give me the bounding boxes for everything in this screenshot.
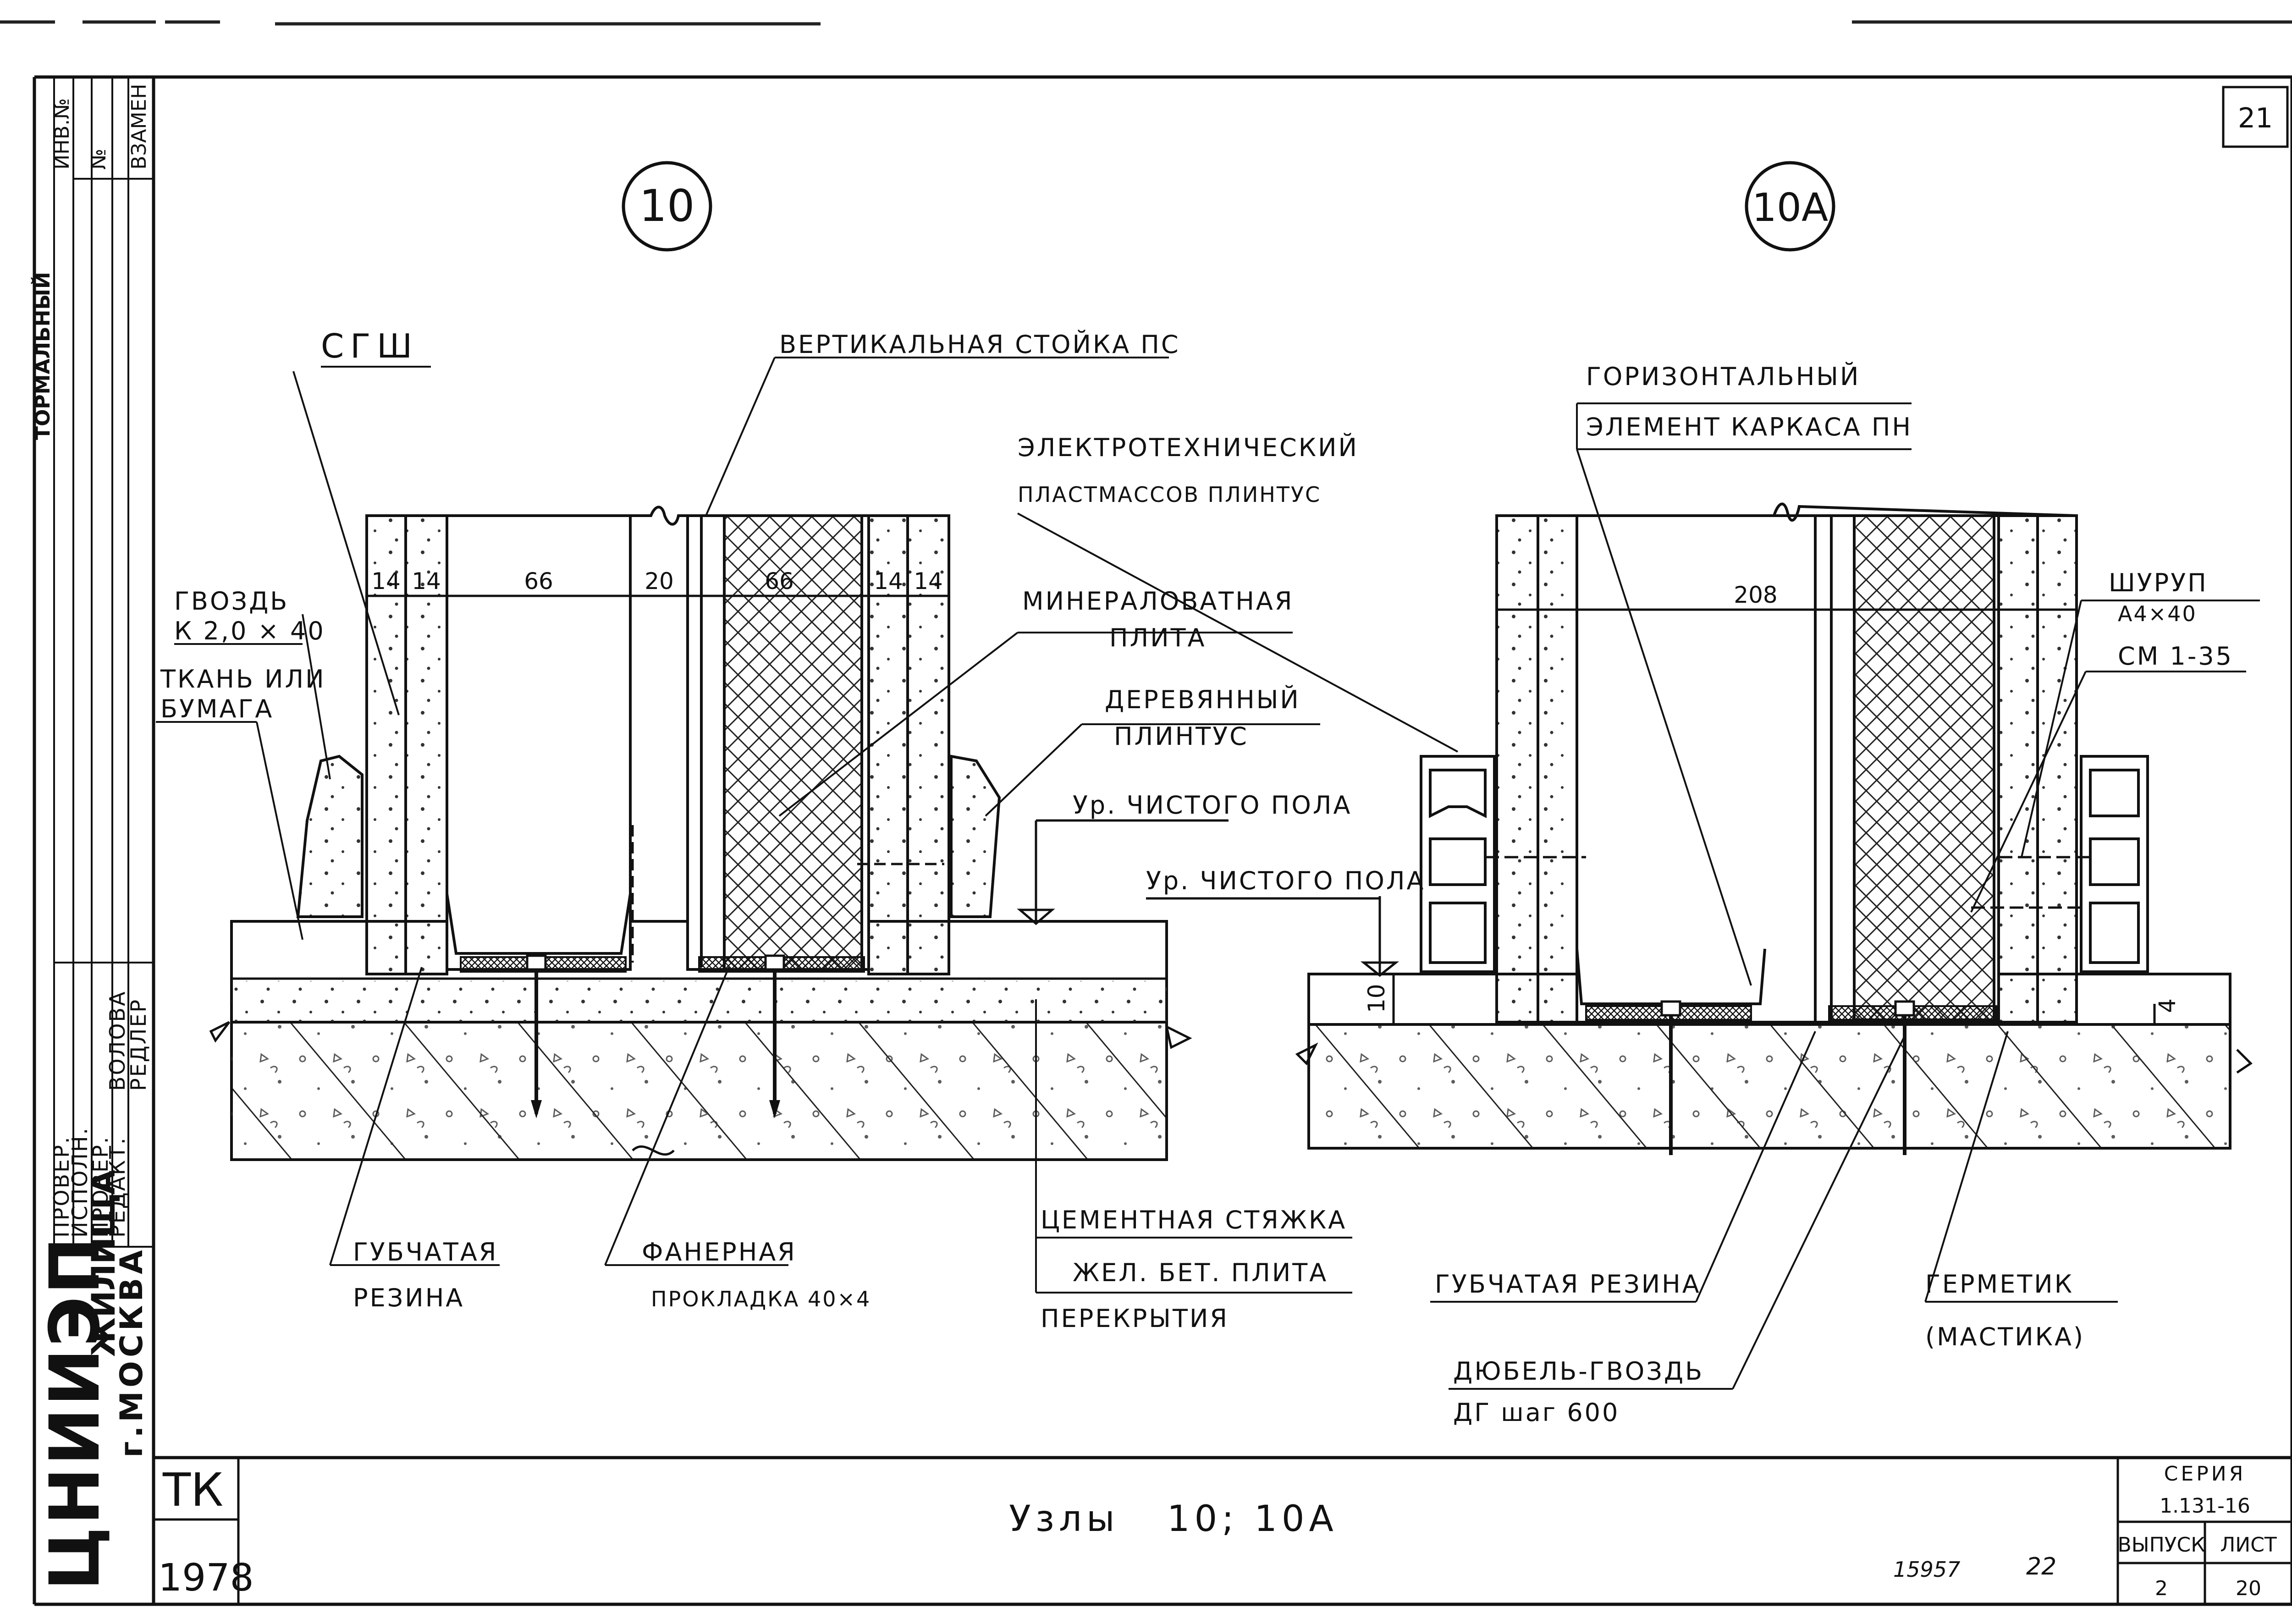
node10a-label-horiz-2: ЭЛЕМЕНТ КАРКАСА ПН xyxy=(1586,413,1912,441)
page-number-box: 21 xyxy=(2222,86,2289,148)
series-value: 1.131-16 xyxy=(2160,1494,2250,1518)
node10-left-stud xyxy=(446,514,632,971)
node10-label-fanera-1: ФАНЕРНАЯ xyxy=(642,1238,797,1266)
strip-sig-label-2: ИСПОЛН. xyxy=(67,1127,92,1238)
node10-label-guba-2: РЕЗИНА xyxy=(353,1283,464,1312)
sheet-frame xyxy=(33,75,2292,1606)
node10-label-mineral-2: ПЛИТА xyxy=(1109,623,1207,652)
node10a-label-dubel-2: ДГ шаг 600 xyxy=(1453,1398,1620,1427)
node10-dim-1: 14 xyxy=(371,568,401,595)
drawing-title: Узлы 10; 10А xyxy=(1009,1498,1338,1540)
node10-label-elektro-2: ПЛАСТМАССОВ ПЛИНТУС xyxy=(1018,482,1321,507)
node10-break-line xyxy=(367,506,949,526)
issue-label: ВЫПУСК xyxy=(2118,1533,2205,1557)
node10a-drawing: 208 10 4 ГОРИЗОНТАЛЬНЫЙ ЭЛЕМЕНТ КАР xyxy=(1017,362,2260,1427)
node10-drawing: 14 14 66 20 66 14 14 xyxy=(156,327,1359,1333)
org-sub: ЖИЛИЩА xyxy=(85,1170,122,1357)
node10-dim-5: 66 xyxy=(765,568,794,595)
node10a-label-shurup-2: А4×40 xyxy=(2118,601,2197,626)
node10-dim-3: 66 xyxy=(524,568,553,595)
strip-col-label-num: № xyxy=(87,149,110,170)
node10-label-fanera-2: ПРОКЛАДКА 40×4 xyxy=(651,1287,871,1311)
node10-label-plita-1: ЖЕЛ. БЕТ. ПЛИТА xyxy=(1073,1258,1328,1287)
series-label: СЕРИЯ xyxy=(2164,1462,2246,1486)
node10a-label-guba: ГУБЧАТАЯ РЕЗИНА xyxy=(1435,1270,1701,1299)
node10-label-elektro-1: ЭЛЕКТРОТЕХНИЧЕСКИЙ xyxy=(1018,433,1359,462)
title-year: 1978 xyxy=(158,1556,254,1600)
node10-label-mineral-1: МИНЕРАЛОВАТНАЯ xyxy=(1022,587,1294,616)
node10-label-stoika: ВЕРТИКАЛЬНАЯ СТОЙКА ПС xyxy=(779,330,1180,359)
sheet-label: ЛИСТ xyxy=(2220,1533,2277,1557)
node10-dim-4: 20 xyxy=(645,568,674,595)
node10a-stud xyxy=(1576,514,1817,1024)
node10-label-floor: Ур. ЧИСТОГО ПОЛА xyxy=(1073,791,1352,820)
top-edge-dashes xyxy=(0,20,2292,26)
node10-dim-7: 14 xyxy=(914,568,943,595)
node10-label-cement: ЦЕМЕНТНАЯ СТЯЖКА xyxy=(1041,1206,1347,1234)
node10a-label-floor: Ур. ЧИСТОГО ПОЛА xyxy=(1146,866,1425,895)
node10-label-gvozd-2: К 2,0 × 40 xyxy=(174,617,325,645)
node10-leaders xyxy=(156,357,1352,1294)
sheet-value: 20 xyxy=(2236,1577,2261,1600)
node10-mineral-wool xyxy=(723,514,863,971)
node10-floor-marker xyxy=(1017,819,1229,925)
node10-marker: 10 xyxy=(622,161,712,252)
node10a-label-germ-2: (МАСТИКА) xyxy=(1925,1322,2085,1351)
footer-number: 15957 xyxy=(1893,1557,1960,1582)
page-number: 21 xyxy=(2238,102,2273,134)
strip-vertical-title: ТОРМАЛЬНЫЙ xyxy=(30,272,55,440)
node10-plastic-plinth xyxy=(296,754,364,918)
org-city: г.МОСКВА xyxy=(114,1246,150,1458)
node10-label-guba-1: ГУБЧАТАЯ xyxy=(353,1238,498,1266)
strip-col-label-inv: ИНВ.№ xyxy=(50,98,74,170)
node10a-leaders xyxy=(1017,402,2260,1390)
org-name: ЦНИИЭП xyxy=(35,1235,115,1591)
node10a-mineral-wool xyxy=(1853,514,1995,1021)
node10-dim-6: 14 xyxy=(874,568,903,595)
node10a-label-horiz-1: ГОРИЗОНТАЛЬНЫЙ xyxy=(1586,362,1860,391)
node10a-label-shurup-1: ШУРУП xyxy=(2109,568,2208,597)
node10a-dim-10: 10 xyxy=(1363,984,1390,1013)
strip-sig-name-1: ВОЛОВА xyxy=(105,990,130,1091)
node10-label-gvozd-1: ГВОЗДЬ xyxy=(174,587,289,616)
node10-label-tkan-2: БУМАГА xyxy=(160,694,274,723)
node10-label-sgsh: СГШ xyxy=(321,327,419,365)
node10-marker-label: 10 xyxy=(639,181,695,231)
node10a-left-plinth xyxy=(1420,755,1496,973)
node10-label-derev-1: ДЕРЕВЯННЫЙ xyxy=(1105,685,1300,714)
issue-value: 2 xyxy=(2155,1577,2168,1600)
node10a-dim-208: 208 xyxy=(1734,582,1777,608)
node10a-label-sm: СМ 1-35 xyxy=(2118,642,2233,671)
strip-sig-label-1: ПРОВЕР. xyxy=(49,1135,74,1238)
strip-sig-label-4: РЕДАКТ. xyxy=(105,1136,130,1238)
node10-label-tkan-1: ТКАНЬ ИЛИ xyxy=(160,665,325,694)
node10-label-derev-2: ПЛИНТУС xyxy=(1114,722,1249,751)
node10-dim-2: 14 xyxy=(412,568,441,595)
title-code: ТК xyxy=(162,1463,223,1517)
title-block: ТК 1978 Узлы 10; 10А СЕРИЯ 1.131-16 ВЫПУ… xyxy=(152,1458,2292,1604)
node10-label-plita-2: ПЕРЕКРЫТИЯ xyxy=(1041,1304,1229,1333)
node10-dimension-line xyxy=(365,573,950,614)
node10a-label-germ-1: ГЕРМЕТИК xyxy=(1925,1270,2074,1299)
strip-col-label-zamen: ВЗАМЕН xyxy=(127,84,151,170)
node10a-break-line xyxy=(1497,502,2077,522)
node10a-marker: 10А xyxy=(1745,161,1835,252)
node10a-marker-label: 10А xyxy=(1752,185,1828,231)
node10a-floor-marker xyxy=(1146,896,1399,977)
footer-page: 22 xyxy=(2026,1553,2056,1580)
node10a-dim-4: 4 xyxy=(2154,998,2181,1013)
strip-sig-label-3: ПРОВЕР. xyxy=(88,1135,113,1238)
strip-sig-name-2: РЕДЛЕР xyxy=(126,998,151,1091)
node10a-right-plinth xyxy=(2080,755,2149,973)
left-strip: ТОРМАЛЬНЫЙ ИНВ.№ № ВЗАМЕН ПРОВЕР. ИСПОЛН… xyxy=(30,77,154,1591)
node10a-label-dubel-1: ДЮБЕЛЬ-ГВОЗДЬ xyxy=(1453,1357,1704,1386)
node10-wood-plinth xyxy=(950,754,1001,918)
